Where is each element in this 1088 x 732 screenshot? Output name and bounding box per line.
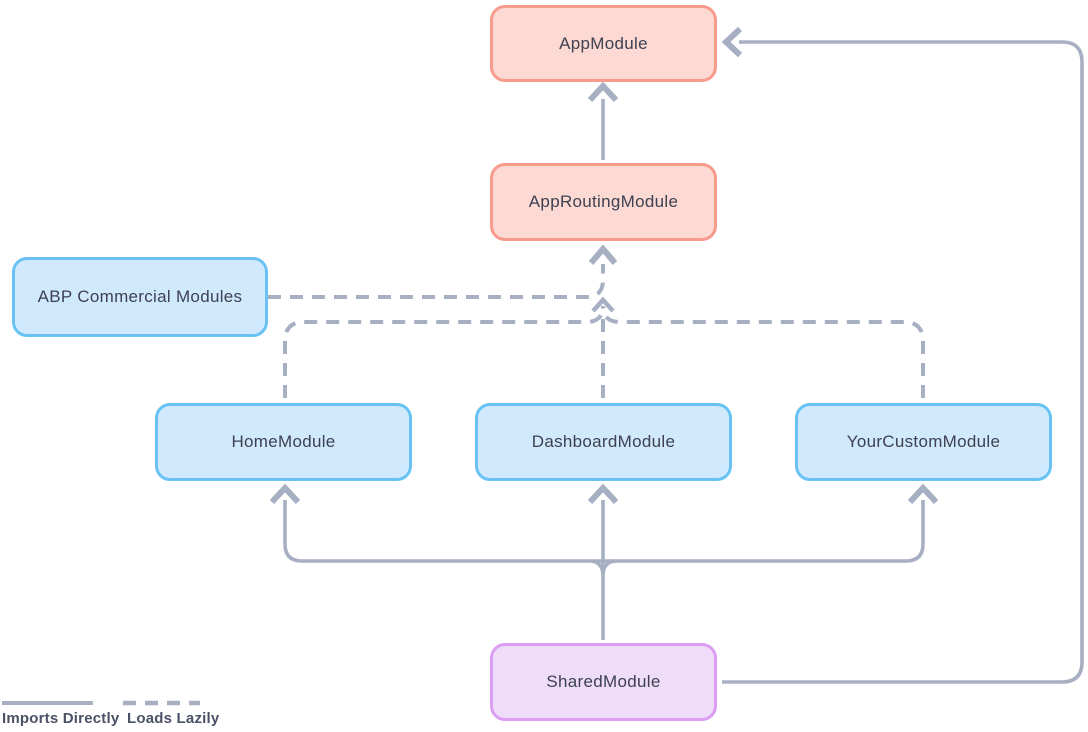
legend-loads-lazily-label: Loads Lazily bbox=[127, 710, 220, 727]
node-abp-commercial-modules: ABP Commercial Modules bbox=[12, 257, 268, 337]
legend-imports-directly-label: Imports Directly bbox=[2, 710, 120, 727]
node-dashboardmodule: DashboardModule bbox=[475, 403, 732, 481]
node-homemodule-label: HomeModule bbox=[231, 432, 336, 451]
edge-yourcustom-lazy bbox=[601, 305, 925, 398]
edge-shared-bus bbox=[283, 500, 925, 563]
arrowhead-into-home bbox=[269, 483, 301, 505]
node-approutingmodule: AppRoutingModule bbox=[490, 163, 717, 241]
edge-shared-to-appmodule bbox=[722, 40, 1084, 684]
node-appmodule: AppModule bbox=[490, 5, 717, 82]
edge-shared-bus-fillet-right bbox=[601, 559, 616, 575]
node-sharedmodule-label: SharedModule bbox=[546, 672, 661, 691]
arrowhead-into-appmodule-right bbox=[721, 26, 743, 58]
edge-abp-to-approuting bbox=[268, 264, 605, 299]
node-yourcustommodule: YourCustomModule bbox=[795, 403, 1052, 481]
node-appmodule-label: AppModule bbox=[559, 33, 648, 53]
node-abp-commercial-modules-label: ABP Commercial Modules bbox=[37, 287, 243, 306]
node-homemodule: HomeModule bbox=[155, 403, 412, 481]
arrowhead-into-dashboard bbox=[587, 483, 619, 505]
node-approutingmodule-label: AppRoutingModule bbox=[528, 192, 679, 211]
node-sharedmodule: SharedModule bbox=[490, 643, 717, 721]
arrowhead-lazy-merge bbox=[591, 296, 615, 313]
arrowhead-into-appmodule-bottom bbox=[587, 81, 619, 103]
node-yourcustommodule-label: YourCustomModule bbox=[846, 432, 1001, 451]
arrowhead-into-approuting bbox=[588, 244, 618, 265]
node-dashboardmodule-label: DashboardModule bbox=[531, 432, 676, 451]
edge-home-lazy bbox=[283, 305, 605, 398]
arrowhead-into-yourcustom bbox=[907, 483, 939, 505]
